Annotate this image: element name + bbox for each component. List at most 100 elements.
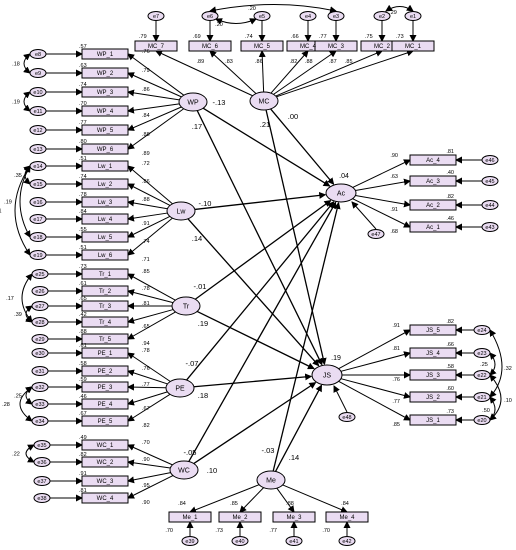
covariance-wp-1 (23, 53, 31, 74)
indicator-box-mc-6-label: MC_6 (202, 44, 219, 50)
indicator-box-wp-3-label: WP_3 (97, 90, 114, 96)
covariance-tr-1 (21, 273, 33, 323)
r2-ac-3: .40 (446, 170, 454, 176)
covariance-js-e24-e21 (489, 329, 503, 398)
loading-label-pe-4: .67 (142, 406, 150, 412)
latent-wc (169, 460, 199, 480)
error-node-e28-label: e28 (35, 320, 44, 326)
covariance-label-tr-1: .17 (6, 296, 14, 302)
labels-layer: MC_7e7.79.89MC_6e6.69.83MC_5e5.74.86MC_4… (0, 6, 512, 545)
path-wp-js (196, 110, 323, 366)
indicator-box-mc-7-label: MC_7 (148, 44, 165, 50)
loading-pe-3 (127, 383, 167, 391)
indicator-box-wp-2 (81, 67, 129, 79)
loading-ac-2 (355, 195, 411, 208)
loading-label-me-4: .84 (341, 501, 349, 507)
loading-label-wc-2: .90 (142, 457, 150, 463)
path-tr-js (196, 310, 315, 370)
covariance-label-js-3: .10 (504, 398, 512, 404)
loading-mc-7 (276, 49, 414, 98)
indicator-box-me-2-label: Me_2 (232, 515, 248, 521)
indicator-box-wc-1 (81, 439, 129, 451)
path-wc-ac (188, 201, 337, 462)
error-node-e3-label: e3 (333, 14, 339, 20)
r2-ac-1: .46 (446, 216, 454, 222)
loading-label-lw-5: .74 (142, 239, 150, 245)
latent-js-label: JS (323, 373, 332, 380)
loading-label-lw-1: .72 (142, 161, 150, 167)
r2-ac-2: .82 (446, 194, 454, 200)
loading-wp-2 (127, 72, 182, 98)
indicator-box-me-4 (325, 511, 369, 523)
error-node-e44 (481, 200, 499, 210)
error-node-e24 (473, 325, 491, 335)
loading-label-js-4: .81 (392, 346, 400, 352)
error-node-e30 (31, 348, 49, 358)
indicator-box-pe-2-label: PE_2 (98, 369, 113, 375)
error-node-e26 (31, 286, 49, 296)
loading-label-lw-6: .71 (142, 257, 150, 263)
loading-label-wp-1: .76 (142, 49, 150, 55)
loading-label-tr-3: .81 (142, 301, 150, 307)
error-node-e45-label: e45 (485, 179, 494, 185)
loading-label-tr-5: .94 (142, 341, 150, 347)
r2-wp-2: .63 (79, 63, 87, 69)
error-node-e21-label: e21 (477, 395, 486, 401)
loading-label-lw-2: .86 (142, 179, 150, 185)
r2-lw-1: .51 (79, 156, 87, 162)
loading-label-mc-2: .87 (329, 59, 337, 65)
error-node-e11 (29, 106, 47, 116)
indicator-box-lw-1-label: Lw_1 (98, 164, 113, 170)
covariance-label-wp-2: .19 (12, 100, 20, 106)
indicator-box-wc-3-label: WC_3 (97, 479, 114, 485)
error-node-e8-label: e8 (35, 52, 41, 58)
latent-lw (166, 201, 196, 221)
loading-label-wp-4: .84 (142, 113, 150, 119)
latent-pe-label: PE (175, 386, 185, 393)
indicator-box-ac-2-label: Ac_2 (426, 203, 440, 209)
r2-wc-2: .82 (79, 452, 87, 458)
error-node-e26-label: e26 (35, 289, 44, 295)
error-node-e14-label: e14 (33, 164, 42, 170)
path-lw-js (187, 218, 320, 367)
loading-label-wc-3: .95 (142, 483, 150, 489)
loading-pe-4 (127, 391, 168, 406)
covariance-pe-2 (19, 386, 33, 422)
error-node-e6 (201, 11, 219, 21)
covariance-label-wc-1: .22 (12, 452, 20, 458)
r2-me-4: .70 (322, 528, 330, 534)
error-node-e32-label: e32 (35, 385, 44, 391)
indicator-box-js-1-label: JS_1 (426, 418, 440, 424)
loading-js-4 (340, 351, 411, 372)
error-node-e22 (473, 370, 491, 380)
covariance-label-pe-2: .28 (2, 402, 10, 408)
r2-js-latent: .19 (331, 355, 341, 362)
error-node-e29 (31, 334, 49, 344)
indicator-box-pe-2 (81, 365, 129, 377)
r2-lw-6: .51 (79, 245, 87, 251)
error-node-e44-label: e44 (485, 203, 494, 209)
loading-label-wp-5: .88 (142, 132, 150, 138)
indicator-box-pe-4-label: PE_4 (98, 402, 113, 408)
error-node-e42-label: e42 (342, 539, 351, 545)
error-node-e2 (373, 11, 391, 21)
indicator-box-pe-3 (81, 381, 129, 393)
path-pe-js (193, 373, 313, 388)
loading-lw-2 (127, 183, 171, 206)
loading-lw-6 (127, 217, 173, 256)
error-node-e35 (33, 440, 51, 450)
r2-wc-1: .49 (79, 435, 87, 441)
error-node-e40-label: e40 (235, 539, 244, 545)
loading-js-2 (340, 378, 411, 399)
error-node-e13 (29, 144, 47, 154)
indicator-box-mc-7 (134, 40, 178, 52)
indicator-box-wp-5-label: WP_5 (97, 128, 114, 134)
loading-lw-5 (127, 216, 171, 238)
loading-tr-4 (127, 309, 174, 324)
loading-label-ac-2: .91 (390, 207, 398, 213)
loading-label-ac-1: .68 (390, 229, 398, 235)
covariance-label-js-2: .32 (504, 366, 512, 372)
indicator-box-wp-5 (81, 124, 129, 136)
path-me-js (274, 384, 323, 472)
error-node-e10-label: e10 (33, 90, 42, 96)
